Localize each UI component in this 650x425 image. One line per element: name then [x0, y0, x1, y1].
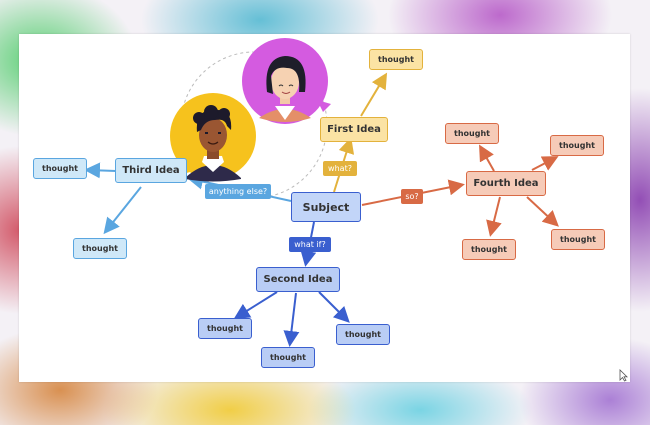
third-thought-1[interactable]: thought	[33, 158, 87, 179]
second-thought-3[interactable]: thought	[336, 324, 390, 345]
first-idea-node[interactable]: First Idea	[320, 117, 388, 142]
fourth-thought-4[interactable]: thought	[551, 229, 605, 250]
mouse-cursor-icon	[619, 369, 628, 382]
second-thought-1[interactable]: thought	[198, 318, 252, 339]
fourth-thought-1[interactable]: thought	[445, 123, 499, 144]
connector-layer	[84, 38, 559, 347]
edge-fourth-thought-1	[479, 144, 495, 172]
connector-label-so[interactable]: so?	[401, 189, 423, 204]
subject-node[interactable]: Subject	[291, 192, 361, 222]
fourth-thought-2[interactable]: thought	[550, 135, 604, 156]
edge-second-thought-2	[283, 292, 300, 347]
avatar-man	[170, 93, 256, 182]
connector-label-what-if[interactable]: what if?	[289, 237, 331, 252]
avatar-woman	[242, 38, 331, 124]
first-thought-1[interactable]: thought	[369, 49, 423, 70]
fourth-idea-node[interactable]: Fourth Idea	[466, 171, 546, 196]
edge-second-thought-1	[233, 291, 278, 320]
edge-first-thought	[360, 72, 388, 117]
mind-map-canvas: Subject Third Idea thought thought Secon…	[19, 34, 630, 382]
edge-third-thought-1	[84, 162, 117, 179]
second-idea-node[interactable]: Second Idea	[256, 267, 340, 292]
edge-fourth-thought-2	[531, 156, 559, 171]
fourth-thought-3[interactable]: thought	[462, 239, 516, 260]
second-thought-2[interactable]: thought	[261, 347, 315, 368]
connector-label-what[interactable]: what?	[323, 161, 357, 176]
edge-fourth-thought-4	[526, 196, 559, 227]
edge-second-thought-3	[318, 291, 350, 323]
third-idea-node[interactable]: Third Idea	[115, 158, 187, 183]
connector-label-anything-else[interactable]: anything else?	[205, 184, 271, 199]
edge-fourth-thought-3	[486, 196, 502, 237]
third-thought-2[interactable]: thought	[73, 238, 127, 259]
edge-third-thought-2	[103, 186, 142, 235]
